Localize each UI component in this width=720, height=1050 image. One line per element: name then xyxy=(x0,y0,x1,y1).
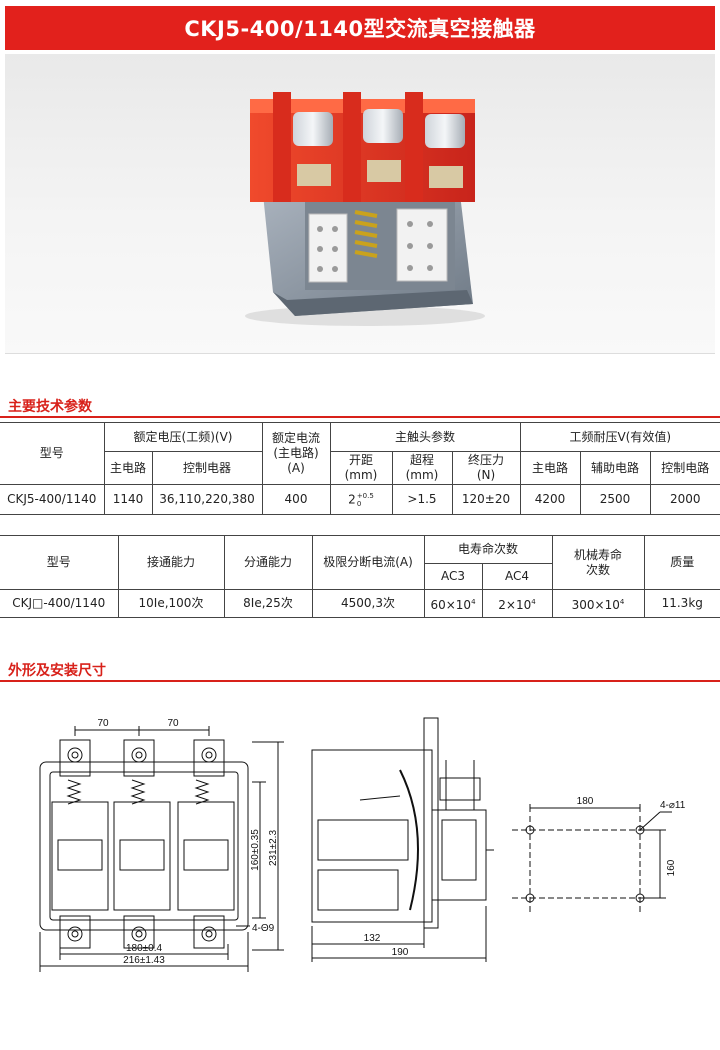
t2-row-ac3: 60×104 xyxy=(423,589,483,618)
side-dim-132: 132 xyxy=(364,933,381,944)
mounting-pattern xyxy=(512,804,672,914)
product-photo xyxy=(5,54,715,354)
t2-model-header: 型号 xyxy=(0,535,119,590)
t1-main-circuit: 主电路 xyxy=(103,451,153,485)
t1-gap-l2: (mm) xyxy=(344,468,378,482)
t2-row-mech-base: 300×10 xyxy=(571,597,620,612)
t2-breaking-header: 分通能力 xyxy=(223,535,313,590)
drawings-section-title: 外形及安装尺寸 xyxy=(8,663,106,679)
t1-row-model: CKJ5-400/1140 xyxy=(0,484,105,515)
t2-row-mech: 300×104 xyxy=(551,589,645,618)
t2-ac3-header: AC3 xyxy=(423,563,483,590)
t1-row-gap-base: 2 xyxy=(348,492,356,506)
t1-withstand-aux: 辅助电路 xyxy=(579,451,651,485)
specs-section-title: 主要技术参数 xyxy=(8,399,92,415)
t1-force-l2: (N) xyxy=(476,468,496,482)
t1-row-gap-lower: 0 xyxy=(356,499,362,508)
specs-divider xyxy=(0,416,720,418)
t2-row-mass: 11.3kg xyxy=(643,589,720,618)
t1-force-header: 终压力 (N) xyxy=(451,451,521,485)
spec-table-1: 型号 额定电压(工频)(V) 额定电流 (主电路) (A) 主触头参数 工频耐压… xyxy=(0,422,720,515)
t2-row-breaking: 8Ie,25次 xyxy=(223,589,313,618)
front-dim-180: 180±0.4 xyxy=(126,943,163,954)
t2-mech-life-header: 机械寿命 次数 xyxy=(551,535,645,590)
t2-row-making: 10Ie,100次 xyxy=(117,589,225,618)
front-view xyxy=(39,726,284,972)
t1-row-gap-upper: +0.5 xyxy=(356,491,374,500)
t1-row-overtravel: >1.5 xyxy=(391,484,453,515)
t1-withstand-header: 工频耐压V(有效值) xyxy=(519,422,720,452)
t2-making-header: 接通能力 xyxy=(117,535,225,590)
page-title: CKJ5-400/1140型交流真空接触器 xyxy=(5,6,715,50)
front-dim-216: 216±1.43 xyxy=(123,955,165,966)
contactor-illustration xyxy=(245,92,485,326)
t1-gap-l1: 开距 xyxy=(348,453,373,467)
t1-gap-header: 开距 (mm) xyxy=(329,451,393,485)
front-dim-holes: 4-Θ9 xyxy=(252,923,275,934)
t2-mech-life-l2: 次数 xyxy=(585,562,610,577)
front-dim-70-a: 70 xyxy=(97,718,109,729)
front-dim-70-b: 70 xyxy=(167,718,179,729)
t1-withstand-main: 主电路 xyxy=(519,451,581,485)
t2-ac4-header: AC4 xyxy=(481,563,553,590)
t1-rated-current-l1: 额定电流 xyxy=(271,431,320,445)
t2-row-ac3-base: 60×10 xyxy=(430,597,472,612)
t1-rated-current-header: 额定电流 (主电路) (A) xyxy=(261,422,331,485)
t1-control-unit: 控制电器 xyxy=(151,451,263,485)
t1-row-force: 120±20 xyxy=(451,484,521,515)
t2-row-ac4-exp: 4 xyxy=(531,597,536,606)
drawings-divider xyxy=(0,680,720,682)
t2-mech-life-l1: 机械寿命 xyxy=(573,547,622,562)
t1-overtravel-l2: (mm) xyxy=(405,468,439,482)
t1-rated-voltage-header: 额定电压(工频)(V) xyxy=(103,422,263,452)
t2-row-limit: 4500,3次 xyxy=(311,589,425,618)
t1-row-withstand-ctrl: 2000 xyxy=(649,484,720,515)
t2-row-mech-exp: 4 xyxy=(619,597,625,606)
t1-withstand-ctrl: 控制电路 xyxy=(649,451,720,485)
t1-main-contact-header: 主触头参数 xyxy=(329,422,521,452)
t2-elec-life-header: 电寿命次数 xyxy=(423,535,553,564)
t1-row-current: 400 xyxy=(261,484,331,515)
t1-row-withstand-main: 4200 xyxy=(519,484,581,515)
t1-row-withstand-aux: 2500 xyxy=(579,484,651,515)
front-dim-160: 160±0.35 xyxy=(250,829,261,871)
t1-rated-current-l3: (A) xyxy=(287,461,305,475)
front-dim-231: 231±2.3 xyxy=(268,830,279,867)
t1-overtravel-l1: 超程 xyxy=(409,453,434,467)
t1-model-header: 型号 xyxy=(0,422,105,485)
mount-dim-160: 160 xyxy=(666,859,677,876)
t1-row-main-voltage: 1140 xyxy=(103,484,153,515)
t1-overtravel-header: 超程 (mm) xyxy=(391,451,453,485)
t2-row-ac4: 2×104 xyxy=(481,589,553,618)
t1-force-l1: 终压力 xyxy=(467,453,504,467)
t2-row-ac4-base: 2×10 xyxy=(498,597,532,612)
t1-row-gap: 2 +0.5 0 xyxy=(329,484,393,515)
t2-mass-header: 质量 xyxy=(643,535,720,590)
side-view xyxy=(311,717,494,962)
spec-table-2: 型号 接通能力 分通能力 极限分断电流(A) 电寿命次数 机械寿命 次数 质量 … xyxy=(0,535,720,618)
mount-dim-180: 180 xyxy=(577,796,594,807)
mount-dim-holes: 4-⌀11 xyxy=(660,800,686,811)
t2-row-ac3-exp: 4 xyxy=(471,597,476,606)
t1-row-control-voltage: 36,110,220,380 xyxy=(151,484,263,515)
side-dim-190: 190 xyxy=(392,947,409,958)
t2-limit-header: 极限分断电流(A) xyxy=(311,535,425,590)
t2-row-model: CKJ□-400/1140 xyxy=(0,589,119,618)
t1-rated-current-l2: (主电路) xyxy=(273,446,319,460)
dimension-drawings: 70 70 160±0.35 231±2.3 4-Θ9 180±0.4 216±… xyxy=(39,717,686,972)
